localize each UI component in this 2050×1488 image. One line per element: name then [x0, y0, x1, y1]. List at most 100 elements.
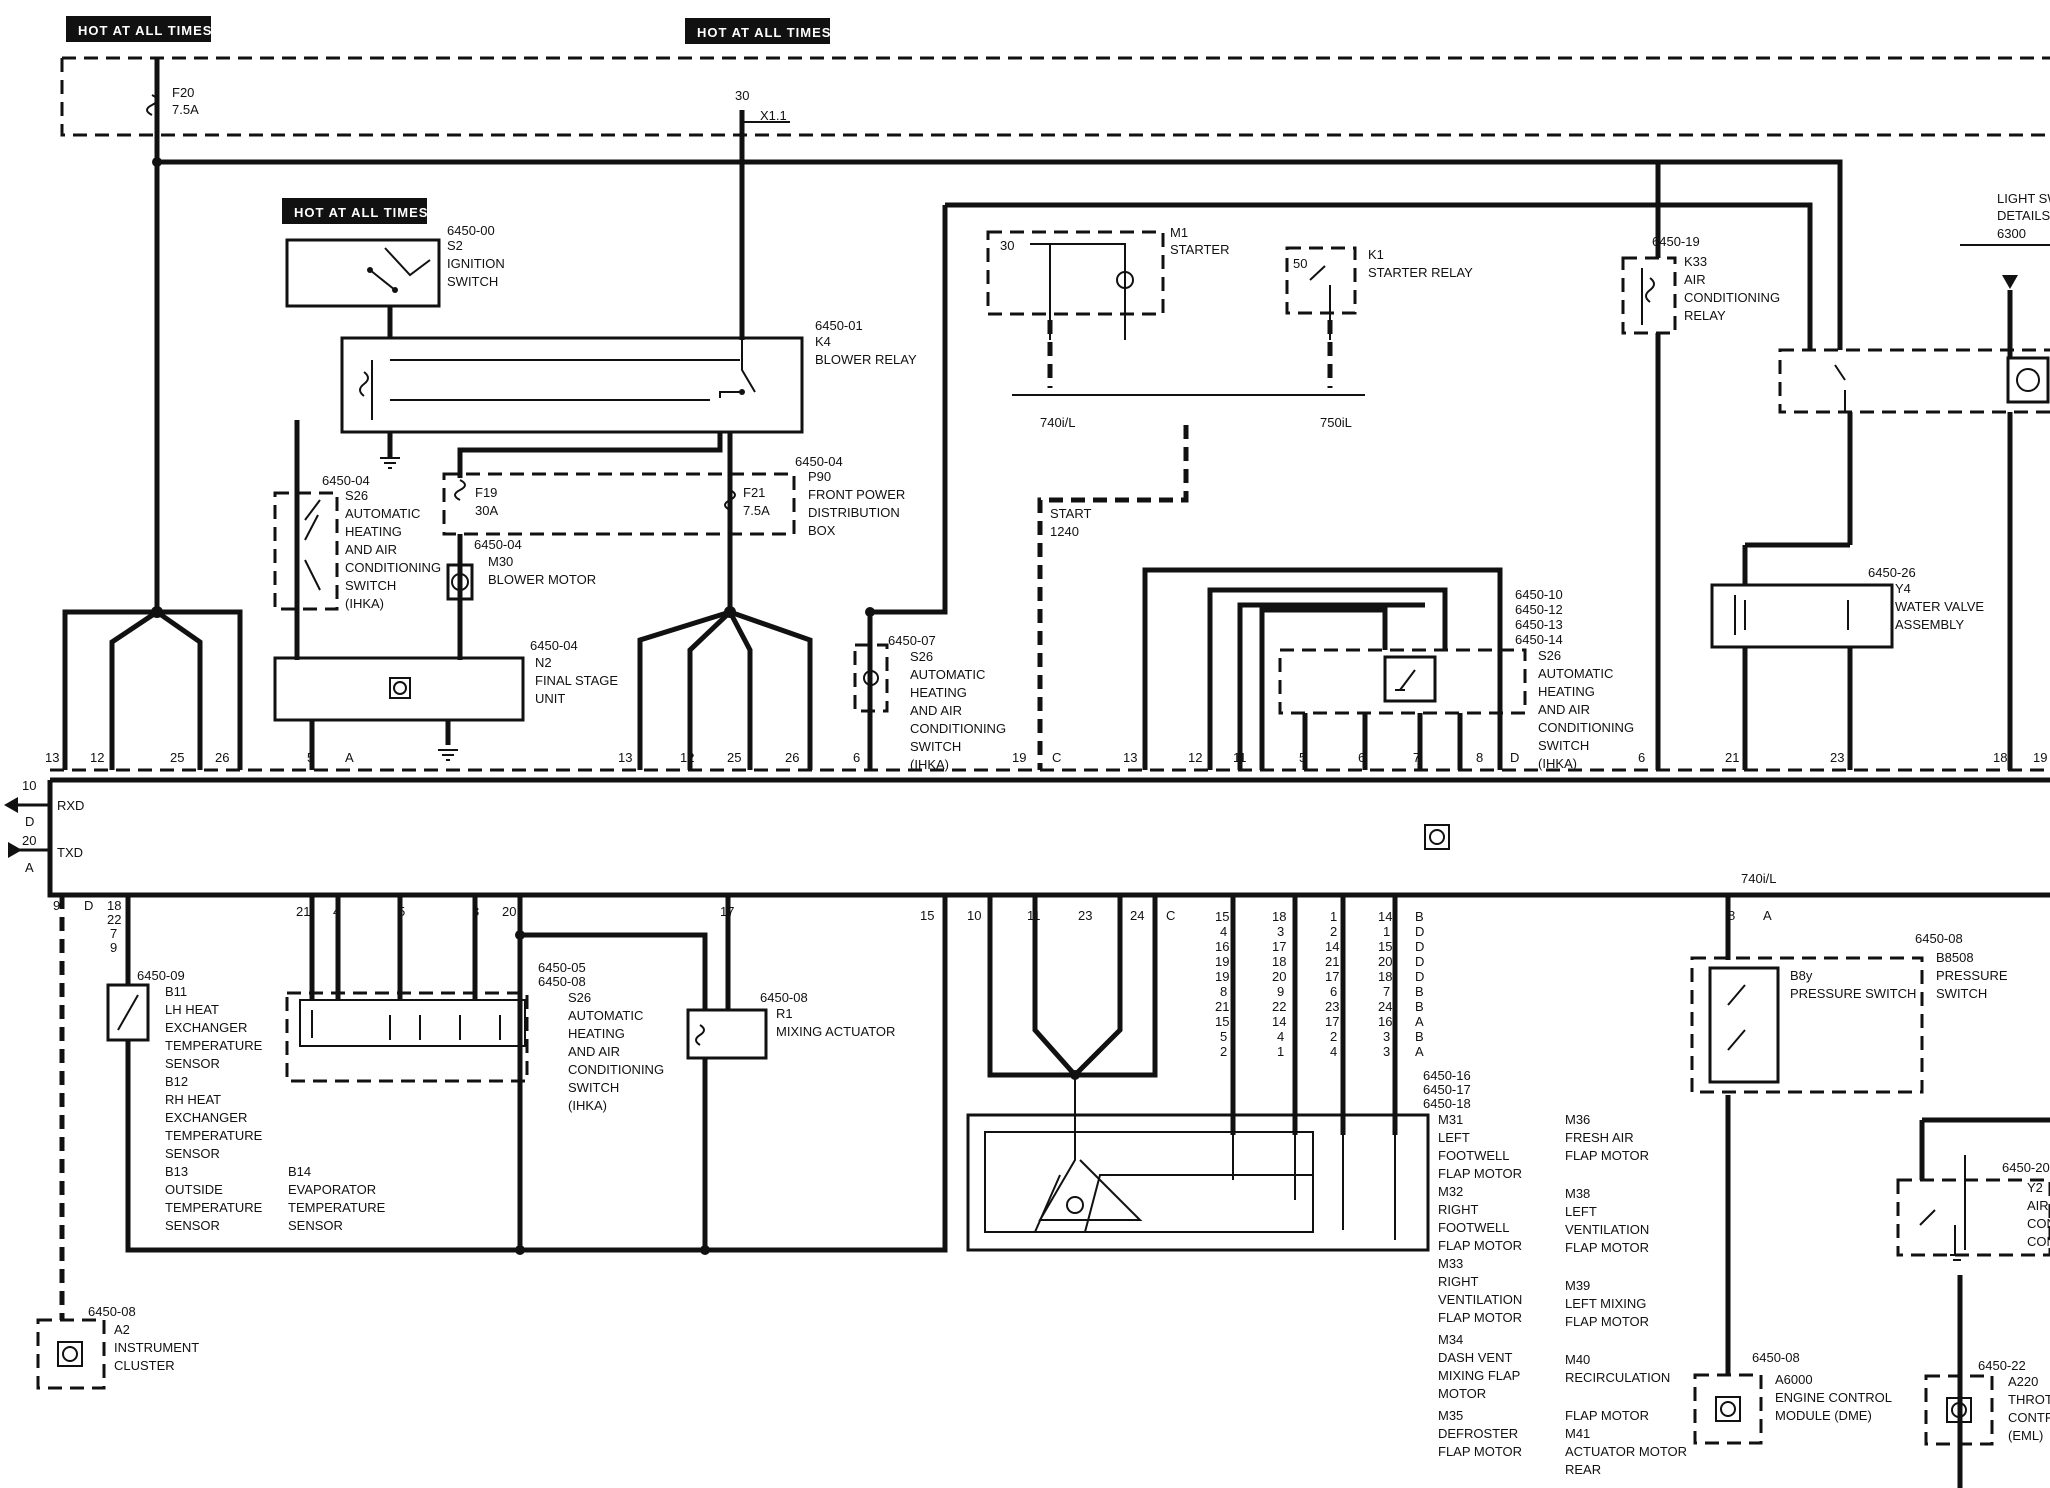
svg-text:12: 12: [90, 750, 104, 765]
svg-text:21: 21: [1725, 750, 1739, 765]
svg-text:A2: A2: [114, 1322, 130, 1337]
svg-text:A: A: [1415, 1044, 1424, 1059]
svg-text:M41: M41: [1565, 1426, 1590, 1441]
svg-text:A: A: [1763, 908, 1772, 923]
svg-text:26: 26: [785, 750, 799, 765]
svg-text:F19: F19: [475, 485, 497, 500]
svg-text:2: 2: [1220, 1044, 1227, 1059]
svg-text:7.5A: 7.5A: [743, 503, 770, 518]
svg-text:7: 7: [1383, 984, 1390, 999]
s2-ignition-switch: 6450-00 S2 IGNITION SWITCH: [285, 223, 505, 338]
svg-text:AND AIR: AND AIR: [568, 1044, 620, 1059]
svg-text:LEFT MIXING: LEFT MIXING: [1565, 1296, 1646, 1311]
svg-text:3: 3: [1277, 924, 1284, 939]
svg-text:FOOTWELL: FOOTWELL: [1438, 1148, 1510, 1163]
svg-text:6450-20: 6450-20: [2002, 1160, 2050, 1175]
hot-label-3: HOT AT ALL TIMES: [282, 198, 427, 224]
s26-sensor-block: 6450-05 6450-08 S26 AUTOMATIC HEATING AN…: [285, 960, 664, 1113]
svg-text:18: 18: [1378, 969, 1392, 984]
svg-text:LEFT: LEFT: [1565, 1204, 1597, 1219]
svg-text:SWITCH: SWITCH: [1936, 986, 1987, 1001]
svg-text:B8508: B8508: [1936, 950, 1974, 965]
light-switch-relay: LIGHT SW DETAILS 6300: [1778, 191, 2050, 770]
n2-final-stage-unit: 6450-04 N2 FINAL STAGE UNIT: [273, 638, 618, 770]
svg-text:M1: M1: [1170, 225, 1188, 240]
svg-text:D: D: [84, 898, 93, 913]
svg-text:S2: S2: [447, 238, 463, 253]
svg-text:DETAILS: DETAILS: [1997, 208, 2050, 223]
svg-text:D: D: [25, 814, 34, 829]
svg-text:M33: M33: [1438, 1256, 1463, 1271]
svg-text:20: 20: [502, 904, 516, 919]
svg-text:START: START: [1050, 506, 1091, 521]
a220-throttle-control: 6450-22 A220 THROT CONTR (EML): [1924, 1358, 2050, 1446]
svg-text:RIGHT: RIGHT: [1438, 1274, 1479, 1289]
svg-text:HEATING: HEATING: [345, 524, 402, 539]
svg-text:(EML): (EML): [2008, 1428, 2043, 1443]
svg-text:1: 1: [1277, 1044, 1284, 1059]
serial-lines: 10 RXD D 20 TXD A: [4, 778, 84, 875]
svg-text:6450-08: 6450-08: [760, 990, 808, 1005]
svg-text:8: 8: [1220, 984, 1227, 999]
svg-text:FINAL STAGE: FINAL STAGE: [535, 673, 618, 688]
svg-text:BLOWER RELAY: BLOWER RELAY: [815, 352, 917, 367]
svg-text:RH HEAT: RH HEAT: [165, 1092, 221, 1107]
svg-text:RIGHT: RIGHT: [1438, 1202, 1479, 1217]
svg-text:11: 11: [1233, 750, 1247, 765]
svg-text:M36: M36: [1565, 1112, 1590, 1127]
svg-text:7.5A: 7.5A: [172, 102, 199, 117]
a2-instrument-cluster: 6450-08 A2 INSTRUMENT CLUSTER: [36, 1304, 199, 1390]
svg-text:23: 23: [1830, 750, 1844, 765]
svg-text:19: 19: [1215, 954, 1229, 969]
svg-text:N2: N2: [535, 655, 552, 670]
svg-text:12: 12: [680, 750, 694, 765]
svg-text:SWITCH: SWITCH: [568, 1080, 619, 1095]
x11-feed: 30 X1.1: [735, 88, 790, 340]
svg-text:K4: K4: [815, 334, 831, 349]
svg-text:PRESSURE: PRESSURE: [1936, 968, 2008, 983]
svg-text:D: D: [1415, 939, 1424, 954]
svg-text:AUTOMATIC: AUTOMATIC: [568, 1008, 643, 1023]
svg-text:CONDITIONING: CONDITIONING: [345, 560, 441, 575]
svg-text:DISTRIBUTION: DISTRIBUTION: [808, 505, 900, 520]
svg-text:22: 22: [107, 912, 121, 927]
svg-text:6: 6: [1358, 750, 1365, 765]
svg-text:P90: P90: [808, 469, 831, 484]
svg-text:HEATING: HEATING: [1538, 684, 1595, 699]
svg-text:740i/L: 740i/L: [1741, 871, 1776, 886]
svg-text:19: 19: [2033, 750, 2047, 765]
svg-text:6450-19: 6450-19: [1652, 234, 1700, 249]
svg-text:VENTILATION: VENTILATION: [1565, 1222, 1649, 1237]
svg-text:6450-04: 6450-04: [530, 638, 578, 653]
svg-text:20: 20: [22, 833, 36, 848]
svg-text:MIXING ACTUATOR: MIXING ACTUATOR: [776, 1024, 895, 1039]
flap-motors-labels-b: M36 FRESH AIR FLAP MOTOR M38 LEFT VENTIL…: [1565, 1112, 1687, 1477]
svg-text:6450-18: 6450-18: [1423, 1096, 1471, 1111]
svg-text:F20: F20: [172, 85, 194, 100]
svg-text:BLOWER MOTOR: BLOWER MOTOR: [488, 572, 596, 587]
svg-text:M39: M39: [1565, 1278, 1590, 1293]
pin-column-5: BD DD DB BA BA: [1415, 909, 1424, 1059]
svg-text:TEMPERATURE: TEMPERATURE: [165, 1038, 263, 1053]
svg-text:DEFROSTER: DEFROSTER: [1438, 1426, 1518, 1441]
svg-text:VENTILATION: VENTILATION: [1438, 1292, 1522, 1307]
svg-text:AIR: AIR: [1684, 272, 1706, 287]
svg-text:21: 21: [1325, 954, 1339, 969]
svg-text:26: 26: [215, 750, 229, 765]
hot-label-2: HOT AT ALL TIMES: [685, 18, 830, 44]
svg-text:18: 18: [1272, 909, 1286, 924]
svg-text:6450-08: 6450-08: [1752, 1350, 1800, 1365]
svg-text:D: D: [1415, 924, 1424, 939]
svg-text:REAR: REAR: [1565, 1462, 1601, 1477]
svg-text:750iL: 750iL: [1320, 415, 1352, 430]
svg-text:K33: K33: [1684, 254, 1707, 269]
svg-text:15: 15: [1215, 1014, 1229, 1029]
svg-text:FLAP MOTOR: FLAP MOTOR: [1565, 1314, 1649, 1329]
svg-text:M40: M40: [1565, 1352, 1590, 1367]
svg-text:K1: K1: [1368, 247, 1384, 262]
svg-text:B8y: B8y: [1790, 968, 1813, 983]
svg-text:18: 18: [1993, 750, 2007, 765]
svg-text:14: 14: [1272, 1014, 1286, 1029]
